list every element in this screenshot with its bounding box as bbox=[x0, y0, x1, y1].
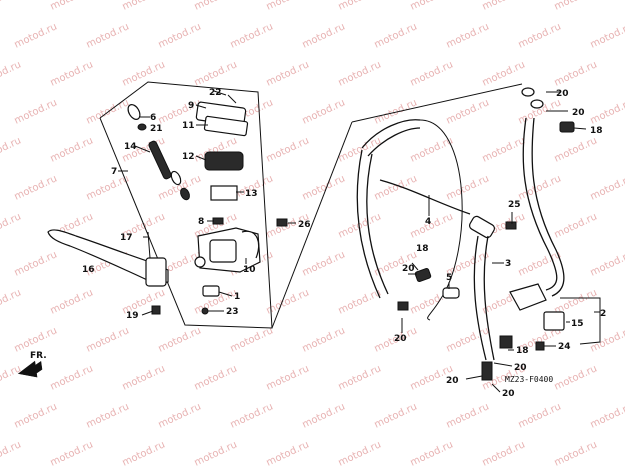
callout-20-e: 20 bbox=[514, 363, 527, 373]
callout-9: 9 bbox=[188, 101, 194, 111]
callout-5: 5 bbox=[446, 273, 452, 283]
callout-20-g: 20 bbox=[502, 389, 515, 399]
front-arrow-icon bbox=[17, 360, 43, 378]
callout-11: 11 bbox=[182, 121, 195, 131]
callout-15: 15 bbox=[571, 319, 584, 329]
lever-pivot bbox=[145, 257, 167, 287]
hose-clamp-5 bbox=[442, 287, 460, 299]
leader-line-top bbox=[351, 83, 523, 123]
brake-hose-right-a bbox=[522, 117, 558, 291]
joint-4 bbox=[468, 215, 496, 239]
pivot-bolt-17 bbox=[147, 231, 151, 259]
switch-1 bbox=[202, 285, 220, 297]
master-cylinder-frame bbox=[99, 81, 273, 329]
callout-19: 19 bbox=[126, 311, 139, 321]
bolt-18-mid bbox=[414, 267, 432, 283]
callout-12: 12 bbox=[182, 152, 195, 162]
hose-3-fitting bbox=[481, 361, 493, 381]
callout-20-b: 20 bbox=[572, 108, 585, 118]
brake-hose-3b bbox=[483, 235, 495, 361]
bolt-26 bbox=[276, 218, 288, 227]
diagram-code: MZ23-F0400 bbox=[505, 375, 553, 384]
screw-22 bbox=[227, 94, 237, 104]
callout-3: 3 bbox=[505, 259, 511, 269]
callout-2: 2 bbox=[600, 309, 606, 319]
callout-17: 17 bbox=[120, 233, 133, 243]
front-direction-label: FR. bbox=[30, 351, 47, 361]
callout-20-f: 20 bbox=[446, 376, 459, 386]
callout-18-c: 18 bbox=[516, 346, 529, 356]
callout-21: 21 bbox=[150, 124, 163, 134]
diaphragm bbox=[204, 151, 244, 171]
callout-22: 22 bbox=[209, 88, 222, 98]
callout-20-c: 20 bbox=[402, 264, 415, 274]
bolt-18-lower bbox=[499, 335, 513, 349]
callout-18-b: 18 bbox=[416, 244, 429, 254]
callout-6: 6 bbox=[150, 113, 156, 123]
brake-hose-upper-a bbox=[361, 119, 421, 149]
leader-lines bbox=[118, 90, 600, 393]
bolt-8 bbox=[212, 217, 224, 225]
brake-hose-upper-b bbox=[367, 127, 421, 157]
callout-23: 23 bbox=[226, 307, 239, 317]
bolt-24 bbox=[535, 341, 545, 351]
callout-8: 8 bbox=[198, 217, 204, 227]
brake-hose-right-b bbox=[531, 117, 565, 297]
screw-23 bbox=[201, 307, 209, 315]
callout-13: 13 bbox=[245, 189, 258, 199]
leader-line-frame-hose bbox=[271, 121, 353, 329]
bracket-frame bbox=[560, 297, 601, 345]
brake-hose-main-a bbox=[356, 149, 381, 299]
front-direction-indicator: FR. bbox=[17, 351, 47, 378]
callout-20-a: 20 bbox=[556, 89, 569, 99]
brake-hose-loop bbox=[419, 119, 463, 321]
reservoir-cap bbox=[203, 115, 249, 137]
callout-10: 10 bbox=[243, 265, 256, 275]
callout-20-d: 20 bbox=[394, 334, 407, 344]
float-plate bbox=[210, 185, 238, 201]
bolt-25 bbox=[505, 221, 517, 230]
callout-1: 1 bbox=[234, 292, 240, 302]
brake-pipe-4 bbox=[379, 179, 471, 215]
washer-20-mid bbox=[397, 301, 409, 311]
brake-hose-main-b bbox=[366, 153, 389, 295]
washer-20-b bbox=[530, 99, 544, 109]
callout-18-a: 18 bbox=[590, 126, 603, 136]
clamp-15 bbox=[543, 311, 565, 331]
brake-hose-3a bbox=[473, 235, 487, 361]
three-way-joint bbox=[509, 283, 547, 311]
pivot-nut-19 bbox=[151, 305, 161, 315]
callout-25: 25 bbox=[508, 200, 521, 210]
brake-lever bbox=[47, 229, 169, 285]
callout-labels: 22 9 11 12 13 6 21 14 7 8 10 1 23 26 17 … bbox=[82, 88, 606, 399]
callout-4: 4 bbox=[425, 217, 431, 227]
piston-assembly bbox=[127, 104, 190, 201]
master-cylinder-body bbox=[194, 227, 261, 273]
callout-26: 26 bbox=[298, 220, 311, 230]
callout-24: 24 bbox=[558, 342, 571, 352]
callout-7: 7 bbox=[111, 167, 117, 177]
callout-14: 14 bbox=[124, 142, 137, 152]
callout-16: 16 bbox=[82, 265, 95, 275]
bolt-18-top bbox=[559, 121, 575, 133]
washer-20-a bbox=[521, 87, 535, 97]
